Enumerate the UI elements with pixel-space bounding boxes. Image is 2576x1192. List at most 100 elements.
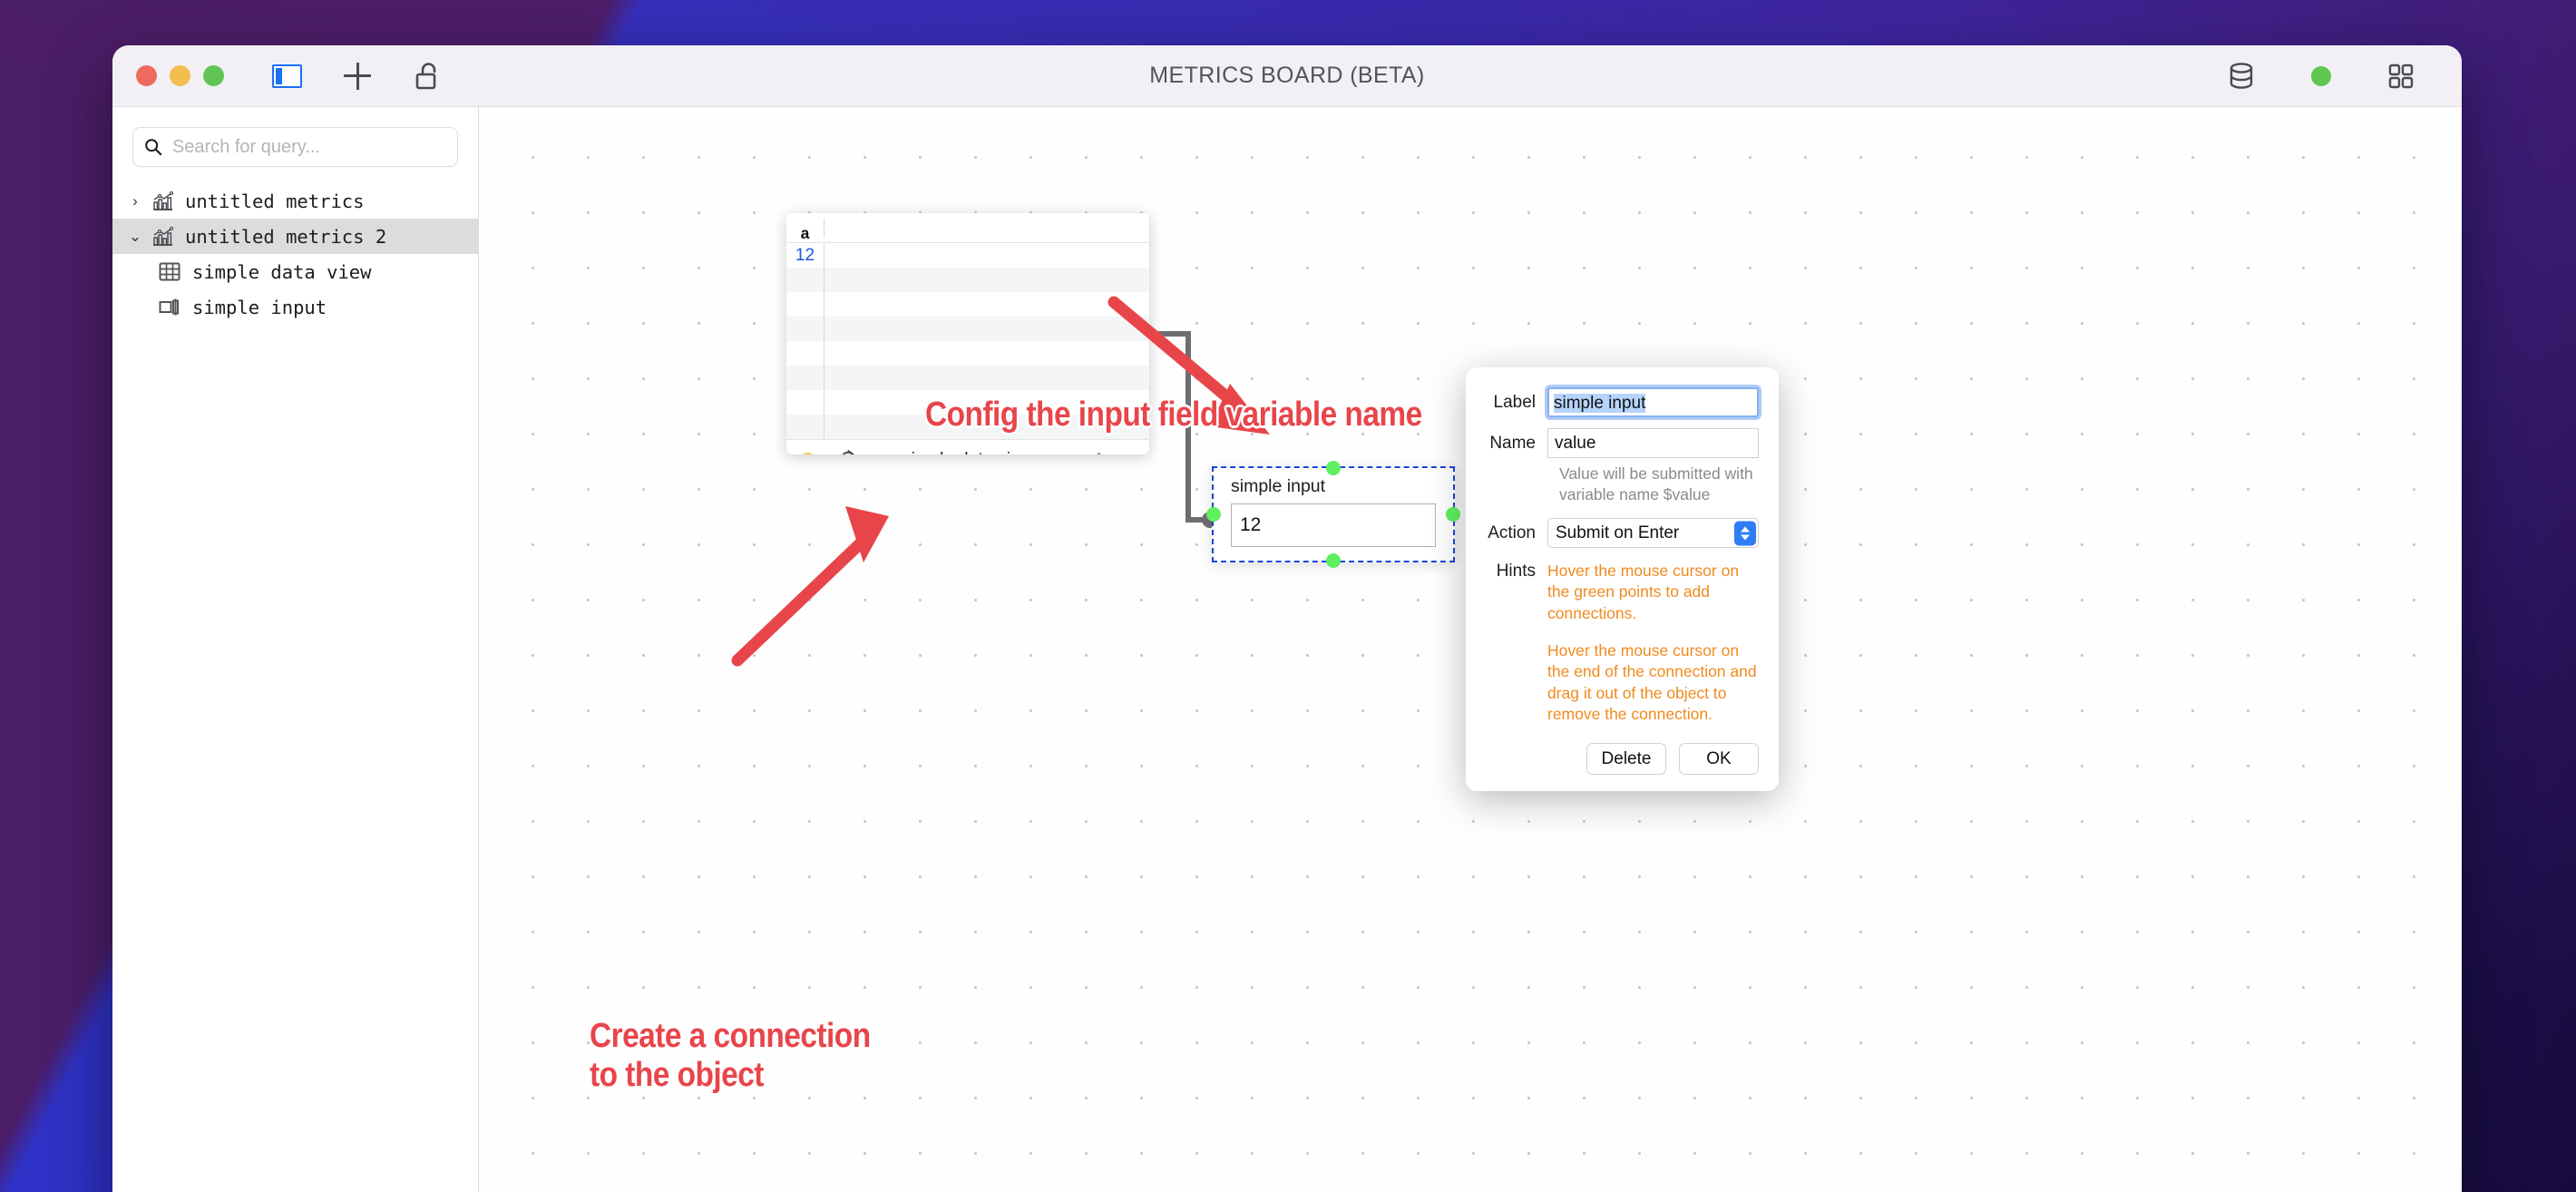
close-button[interactable] — [136, 65, 157, 86]
simple-input-node[interactable]: simple input 12 — [1206, 461, 1460, 568]
hint-text-1: Hover the mouse cursor on the green poin… — [1547, 562, 1740, 622]
status-dot-amber — [801, 452, 815, 454]
minimize-button[interactable] — [170, 65, 190, 86]
grid-icon — [2388, 64, 2414, 88]
name-input[interactable]: value — [1547, 428, 1759, 458]
table-row[interactable] — [786, 341, 1149, 366]
table-cell[interactable] — [786, 415, 825, 439]
search-icon — [145, 139, 162, 156]
input-node-title: simple input — [1231, 476, 1326, 496]
unlock-icon — [415, 62, 436, 89]
connection-point-right[interactable] — [1446, 507, 1460, 522]
sidebar-item-untitled-metrics-2[interactable]: ⌄ untitled metrics 2 — [112, 219, 478, 254]
table-cell[interactable] — [786, 317, 825, 341]
input-config-panel[interactable]: Label simple input Name value Value will… — [1466, 367, 1779, 792]
chevron-updown-icon[interactable] — [1734, 521, 1756, 546]
ok-button[interactable]: OK — [1679, 743, 1759, 776]
table-cell[interactable] — [786, 341, 825, 366]
sidebar-item-simple-data-view[interactable]: simple data view — [112, 254, 478, 289]
connection-point-bottom[interactable] — [1326, 553, 1341, 568]
board-canvas[interactable]: a 12 — [479, 107, 2462, 1192]
window-body: › untitled metrics — [112, 107, 2462, 1192]
sidebar-item-label: simple input — [192, 296, 327, 318]
variable-help-text: Value will be submitted with variable na… — [1559, 464, 1753, 504]
sidebar-toggle-button[interactable] — [269, 62, 304, 91]
annotation-connection-text: Create a connection to the object — [590, 1017, 871, 1094]
table-cell-filler — [825, 341, 1149, 366]
table-cell-filler — [825, 243, 1149, 268]
toolbar-right-icons — [2224, 62, 2418, 91]
table-row[interactable]: 12 — [786, 243, 1149, 268]
table-cell[interactable] — [786, 390, 825, 415]
connection-point-top[interactable] — [1326, 461, 1341, 475]
arrow-to-connection — [731, 506, 889, 667]
search-input[interactable] — [171, 136, 446, 158]
table-cell-filler — [825, 292, 1149, 317]
table-cell[interactable]: 12 — [786, 243, 825, 268]
hint-text-2: Hover the mouse cursor on the end of the… — [1547, 640, 1757, 723]
sidebar-item-label: untitled metrics — [185, 190, 365, 212]
zoom-button[interactable] — [203, 65, 224, 86]
refresh-button[interactable] — [838, 449, 858, 454]
data-view-header: a — [786, 213, 1149, 243]
traffic-light-group — [136, 65, 224, 86]
chevron-down-icon[interactable]: ⌄ — [128, 227, 142, 245]
grid-view-button[interactable] — [2384, 62, 2418, 91]
table-cell[interactable] — [786, 292, 825, 317]
action-select-value: Submit on Enter — [1556, 523, 1680, 543]
table-icon — [154, 262, 185, 281]
label-field-row: Label simple input — [1486, 387, 1759, 417]
label-input-value: simple input — [1554, 394, 1646, 413]
sidebar-item-simple-input[interactable]: simple input — [112, 289, 478, 325]
metrics-chart-icon — [147, 226, 178, 247]
data-view-card[interactable]: a 12 — [786, 213, 1149, 454]
hints-label: Hints — [1496, 562, 1536, 581]
chevron-right-icon[interactable]: › — [132, 191, 138, 210]
table-cell-filler — [825, 415, 1149, 439]
hints-row: Hints Hover the mouse cursor on the gree… — [1486, 561, 1759, 725]
toolbar-left-icons — [269, 62, 445, 91]
connection-point-left[interactable] — [1206, 507, 1221, 522]
annotation-arrows — [731, 296, 1270, 667]
table-cell[interactable] — [786, 366, 825, 390]
table-row[interactable] — [786, 415, 1149, 439]
sidebar-item-label: untitled metrics 2 — [185, 225, 387, 248]
table-cell-filler — [825, 268, 1149, 292]
sidebar-item-untitled-metrics[interactable]: › untitled metrics — [112, 183, 478, 219]
plus-icon — [344, 62, 371, 90]
app-window: METRICS BOARD (BETA) — [112, 45, 2462, 1192]
refresh-icon — [842, 450, 854, 454]
column-header-a[interactable]: a — [786, 218, 825, 242]
input-node-field[interactable]: 12 — [1231, 503, 1436, 547]
lock-toggle-button[interactable] — [411, 62, 445, 91]
name-field-row: Name value — [1486, 428, 1759, 458]
table-row[interactable] — [786, 390, 1149, 415]
table-cell-filler — [825, 366, 1149, 390]
action-field-label: Action — [1488, 523, 1536, 543]
table-row[interactable] — [786, 317, 1149, 341]
table-row[interactable] — [786, 292, 1149, 317]
row-count-label: 1 row — [1095, 450, 1135, 455]
data-view-rows: 12 — [786, 243, 1149, 439]
table-cell-filler — [825, 390, 1149, 415]
metrics-chart-icon — [147, 191, 178, 211]
label-field-label: Label — [1493, 393, 1537, 412]
table-row[interactable] — [786, 366, 1149, 390]
status-dot-green — [2311, 65, 2331, 86]
delete-button[interactable]: Delete — [1586, 743, 1666, 776]
table-cell-filler — [825, 317, 1149, 341]
add-button[interactable] — [340, 62, 375, 91]
sidebar: › untitled metrics — [112, 107, 479, 1192]
input-field-icon — [154, 298, 185, 317]
sidebar-item-label: simple data view — [192, 260, 372, 283]
sidebar-toggle-icon — [271, 64, 302, 88]
table-row[interactable] — [786, 268, 1149, 292]
search-box[interactable] — [132, 127, 458, 167]
table-cell[interactable] — [786, 268, 825, 292]
action-select[interactable]: Submit on Enter — [1547, 518, 1759, 549]
title-bar: METRICS BOARD (BETA) — [112, 45, 2462, 107]
label-input[interactable]: simple input — [1547, 387, 1759, 417]
database-button[interactable] — [2224, 62, 2259, 91]
name-field-label: Name — [1489, 434, 1536, 453]
data-view-footer: simple data view 1 row — [786, 439, 1149, 454]
